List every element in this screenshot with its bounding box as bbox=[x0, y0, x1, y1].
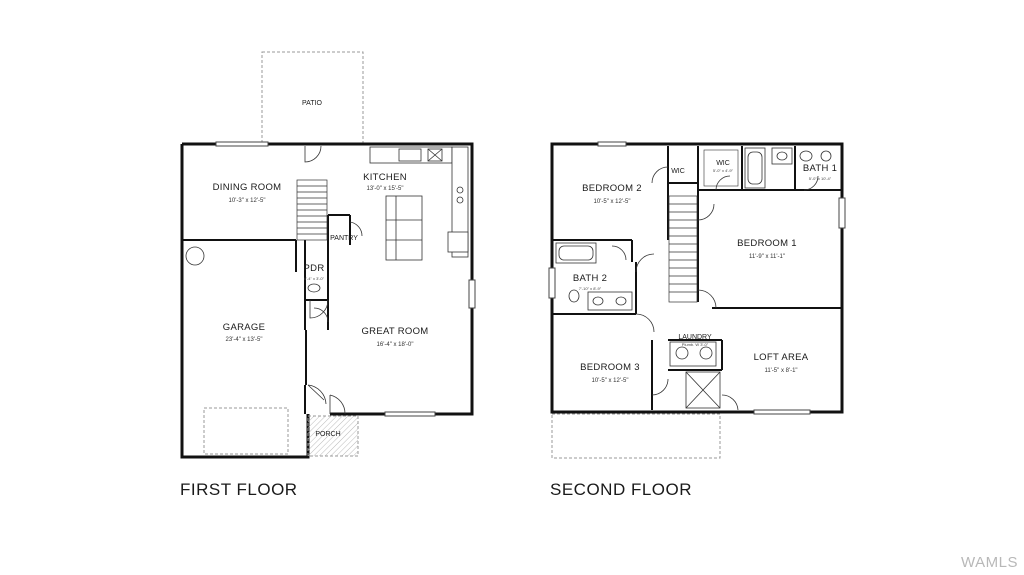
bedroom-3-dim: 10'-5" x 12'-5" bbox=[592, 378, 629, 384]
wic-left-label: WIC bbox=[671, 168, 685, 175]
laundry-dim: Plumb. W 3'-0" bbox=[682, 342, 709, 347]
patio-outline bbox=[261, 51, 364, 145]
second-floor-interior-walls bbox=[552, 146, 842, 410]
linen-closet bbox=[685, 371, 721, 409]
first-floor-windows bbox=[215, 141, 476, 417]
pdr-dim: 6'-4" x 3'-0" bbox=[304, 276, 325, 281]
porch-label: PORCH bbox=[315, 431, 340, 438]
dining-room-label: DINING ROOM bbox=[213, 182, 282, 193]
garage-dim: 23'-4" x 13'-5" bbox=[226, 337, 263, 343]
loft-area-label: LOFT AREA bbox=[754, 352, 809, 363]
porch-area bbox=[307, 415, 359, 457]
second-floor-stairs bbox=[668, 195, 698, 303]
second-floor-title: SECOND FLOOR bbox=[550, 480, 693, 499]
kitchen-label: KITCHEN bbox=[363, 172, 407, 183]
wic-right-dim: 5'-0" x 4'-9" bbox=[713, 168, 734, 173]
bedroom-2-dim: 10'-5" x 12'-5" bbox=[594, 199, 631, 205]
wic-shelves bbox=[703, 149, 739, 187]
pdr-label: PDR bbox=[304, 263, 325, 274]
first-floor-interior-walls bbox=[182, 214, 351, 414]
loft-area-dim: 11'-5" x 8'-1" bbox=[764, 368, 797, 374]
pantry-label: PANTRY bbox=[330, 235, 358, 242]
bedroom-1-label: BEDROOM 1 bbox=[737, 238, 797, 249]
great-room-dim: 16'-4" x 18'-0" bbox=[377, 342, 414, 348]
bath-fixtures bbox=[555, 147, 832, 367]
kitchen-dim: 13'-0" x 15'-5" bbox=[367, 186, 404, 192]
great-room-label: GREAT ROOM bbox=[361, 326, 428, 337]
second-floor-roof-outline bbox=[551, 413, 721, 459]
second-floor-plan: BEDROOM 2 10'-5" x 12'-5" WIC WIC 5'-0" … bbox=[548, 141, 846, 459]
first-floor-stairs bbox=[296, 179, 328, 241]
bedroom-1-dim: 11'-9" x 11'-1" bbox=[749, 254, 785, 260]
water-heater-symbol bbox=[185, 246, 205, 266]
bedroom-2-label: BEDROOM 2 bbox=[582, 183, 642, 194]
bath-1-dim: 5'-0" x 10'-4" bbox=[809, 176, 832, 181]
kitchen-counters bbox=[369, 146, 469, 258]
watermark-text: WAMLS bbox=[961, 554, 1018, 571]
pdr-toilet-symbol bbox=[307, 283, 321, 293]
first-floor-doors bbox=[304, 145, 363, 415]
bedroom-3-label: BEDROOM 3 bbox=[580, 362, 640, 373]
bath-2-dim: 7'-10" x 8'-9" bbox=[579, 286, 602, 291]
bath-1-label: BATH 1 bbox=[803, 163, 837, 174]
second-floor-windows bbox=[548, 141, 846, 415]
first-floor-plan: PATIO KITCHEN 13'-0" x 15'-5" DINING ROO… bbox=[180, 51, 476, 459]
kitchen-island bbox=[385, 195, 423, 261]
dining-room-dim: 10'-3" x 12'-5" bbox=[229, 198, 266, 204]
patio-label: PATIO bbox=[302, 100, 323, 107]
garage-wall-segment bbox=[305, 330, 307, 385]
first-floor-title: FIRST FLOOR bbox=[180, 480, 298, 499]
garage-label: GARAGE bbox=[223, 322, 265, 333]
garage-door-outline bbox=[203, 407, 289, 455]
bath-2-label: BATH 2 bbox=[573, 273, 607, 284]
laundry-label: LAUNDRY bbox=[678, 334, 712, 341]
second-floor-doors bbox=[611, 166, 819, 411]
wic-right-label: WIC bbox=[716, 160, 730, 167]
